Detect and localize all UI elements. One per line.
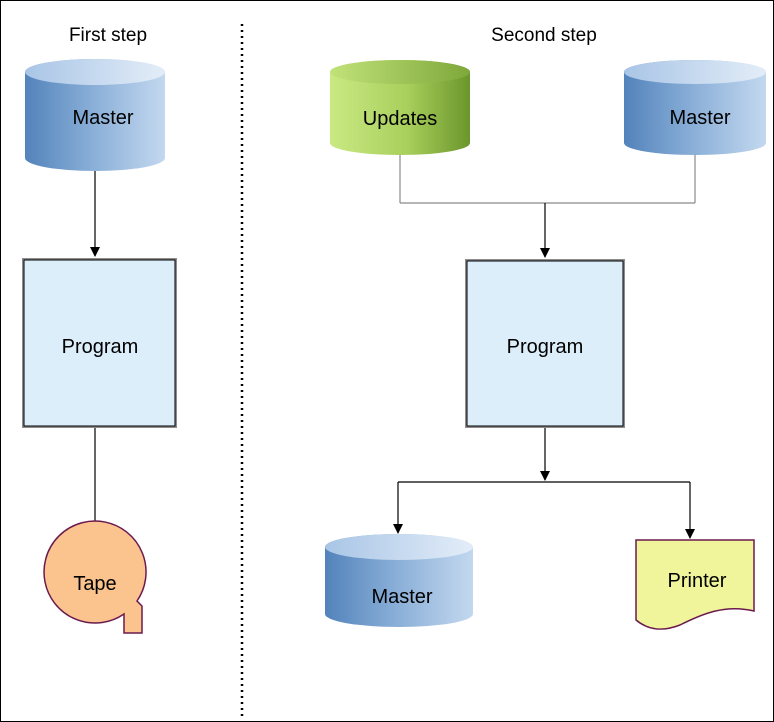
second-master-output-disk: Master [325,534,473,627]
second-program-label: Program [507,336,584,358]
second-program-box: Program [465,259,625,428]
second-master-output-label: Master [371,586,432,608]
first-program-box: Program [22,258,177,428]
tape-label: Tape [73,573,116,595]
printer-shape: Printer [635,539,755,630]
printer-label: Printer [668,570,727,592]
first-program-label: Program [62,336,139,358]
second-master-input-disk: Master [624,60,766,155]
updates-label: Updates [363,108,438,130]
updates-disk: Updates [330,60,470,155]
first-step-title: First step [69,25,147,46]
merge-connector [399,155,696,204]
second-master-input-label: Master [669,107,730,129]
split-connector [393,481,695,539]
first-master-disk: Master [25,59,165,171]
second-step-title: Second step [491,25,597,46]
first-master-label: Master [72,107,133,129]
tape-shape: Tape [43,520,147,634]
